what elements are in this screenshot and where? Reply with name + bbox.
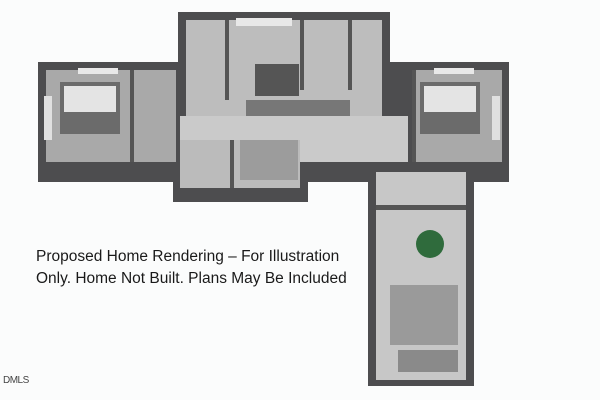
caption-line-1: Proposed Home Rendering – For Illustrati… (36, 248, 340, 265)
disclaimer-caption: Proposed Home Rendering – For Illustrati… (36, 246, 356, 290)
dining-table (416, 230, 444, 258)
watermark: DMLS (3, 375, 29, 386)
caption-line-2: Only. Home Not Built. Plans May Be Inclu… (36, 270, 347, 287)
interior-walls (130, 20, 466, 210)
furniture (44, 18, 500, 372)
bed-center (255, 64, 299, 96)
sofa (240, 140, 298, 180)
living-sofa (390, 285, 458, 345)
